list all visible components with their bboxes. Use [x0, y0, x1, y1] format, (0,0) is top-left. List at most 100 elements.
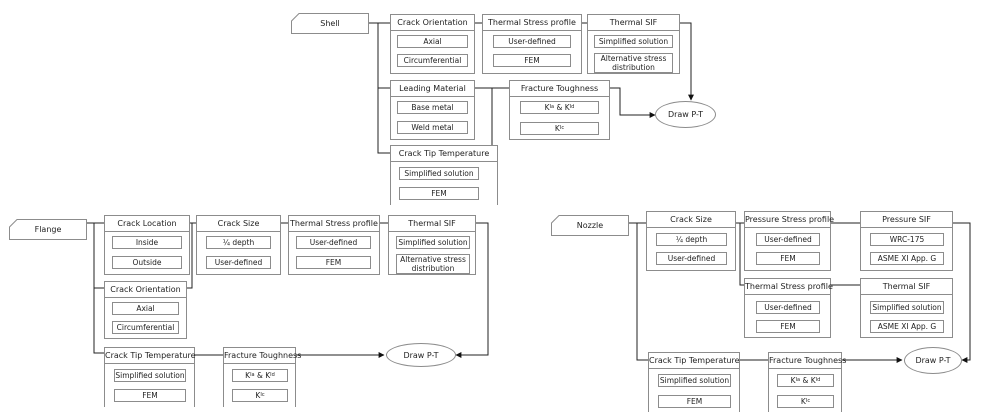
- nozzle-crack-size-panel: Crack Size ¼ depth User-defined: [646, 211, 736, 271]
- shell-thermal-stress-panel: Thermal Stress profile User-defined FEM: [482, 14, 582, 74]
- option-fem[interactable]: FEM: [756, 252, 820, 265]
- k-subscript: Id: [569, 104, 575, 110]
- flange-tag: Flange: [9, 219, 87, 240]
- option-alternative-stress-distribution[interactable]: Alternative stress distribution: [396, 254, 470, 274]
- nozzle-draw-pt-button[interactable]: Draw P-T: [904, 347, 962, 374]
- nozzle-tag-shape: [551, 215, 629, 236]
- option-quarter-depth[interactable]: ¼ depth: [656, 233, 727, 246]
- nozzle-crack-tip-temp-panel: Crack Tip Temperature Simplified solutio…: [648, 352, 740, 412]
- option-fem[interactable]: FEM: [296, 256, 371, 269]
- option-simplified-solution[interactable]: Simplified solution: [658, 374, 731, 387]
- option-circumferential[interactable]: Circumferential: [397, 54, 468, 67]
- panel-title: Crack Location: [105, 216, 189, 232]
- option-fem[interactable]: FEM: [493, 54, 571, 67]
- flange-crack-location-panel: Crack Location Inside Outside: [104, 215, 190, 275]
- k-symbol: K: [800, 397, 806, 406]
- panel-title: Fracture Toughness: [769, 353, 846, 369]
- shell-leading-material-panel: Leading Material Base metal Weld metal: [390, 80, 475, 140]
- nozzle-pressure-sif-panel: Pressure SIF WRC-175 ASME XI App. G: [860, 211, 953, 271]
- option-user-defined[interactable]: User-defined: [296, 236, 371, 249]
- nozzle-tag: Nozzle: [551, 215, 629, 236]
- option-alternative-stress-distribution[interactable]: Alternative stress distribution: [594, 53, 673, 73]
- flange-thermal-stress-panel: Thermal Stress profile User-defined FEM: [288, 215, 380, 275]
- option-base-metal[interactable]: Base metal: [397, 101, 468, 114]
- option-user-defined[interactable]: User-defined: [493, 35, 571, 48]
- k-symbol: K: [554, 124, 560, 133]
- option-wrc-175[interactable]: WRC-175: [870, 233, 944, 246]
- k-subscript: Id: [270, 372, 275, 378]
- option-user-defined[interactable]: User-defined: [656, 252, 727, 265]
- option-simplified-solution[interactable]: Simplified solution: [594, 35, 673, 48]
- nozzle-thermal-stress-panel: Thermal Stress profile User-defined FEM: [744, 278, 833, 338]
- panel-title: Leading Material: [391, 81, 474, 97]
- k-subscript: Ic: [805, 398, 811, 404]
- option-fem[interactable]: FEM: [658, 395, 731, 408]
- panel-title: Crack Orientation: [391, 15, 474, 31]
- panel-title: Crack Tip Temperature: [105, 348, 196, 364]
- k-symbol: K: [544, 103, 550, 112]
- option-user-defined[interactable]: User-defined: [206, 256, 271, 269]
- k-subscript: Ic: [559, 125, 565, 131]
- k-subscript: Ia: [250, 372, 255, 378]
- option-asme-xi-app-g[interactable]: ASME XI App. G: [870, 252, 944, 265]
- option-fem[interactable]: FEM: [114, 389, 186, 402]
- option-circumferential[interactable]: Circumferential: [112, 321, 179, 334]
- panel-title: Thermal Stress profile: [483, 15, 581, 31]
- option-axial[interactable]: Axial: [112, 302, 179, 315]
- k-symbol: K: [245, 371, 251, 380]
- panel-title: Crack Tip Temperature: [649, 353, 740, 369]
- panel-title: Thermal SIF: [588, 15, 679, 31]
- shell-tag-shape: [291, 13, 369, 34]
- flange-crack-orientation-panel: Crack Orientation Axial Circumferential: [104, 281, 187, 339]
- flange-draw-pt-button[interactable]: Draw P-T: [386, 343, 456, 367]
- k-symbol: K: [790, 376, 796, 385]
- option-simplified-solution[interactable]: Simplified solution: [399, 167, 479, 180]
- option-fem[interactable]: FEM: [399, 187, 479, 200]
- panel-title: Crack Tip Temperature: [391, 146, 497, 162]
- panel-title: Crack Size: [647, 212, 735, 228]
- option-simplified-solution[interactable]: Simplified solution: [114, 369, 186, 382]
- flange-thermal-sif-panel: Thermal SIF Simplified solution Alternat…: [388, 215, 476, 275]
- shell-tag: Shell: [291, 13, 369, 34]
- k-subscript: Ia: [549, 104, 555, 110]
- flange-crack-size-panel: Crack Size ¼ depth User-defined: [196, 215, 281, 275]
- nozzle-thermal-sif-panel: Thermal SIF Simplified solution ASME XI …: [860, 278, 953, 338]
- option-axial[interactable]: Axial: [397, 35, 468, 48]
- option-fem[interactable]: FEM: [756, 320, 820, 333]
- panel-title: Thermal Stress profile: [745, 279, 833, 295]
- k-joiner: & K: [800, 376, 816, 385]
- k-joiner: & K: [254, 371, 271, 380]
- option-asme-xi-app-g[interactable]: ASME XI App. G: [870, 320, 944, 333]
- panel-title: Fracture Toughness: [510, 81, 609, 97]
- option-user-defined[interactable]: User-defined: [756, 301, 820, 314]
- option-outside[interactable]: Outside: [112, 256, 182, 269]
- nozzle-label: Nozzle: [576, 221, 604, 230]
- shell-crack-tip-temp-panel: Crack Tip Temperature Simplified solutio…: [390, 145, 498, 205]
- option-simplified-solution[interactable]: Simplified solution: [870, 301, 944, 314]
- panel-title: Crack Size: [197, 216, 280, 232]
- option-user-defined[interactable]: User-defined: [756, 233, 820, 246]
- k-symbol: K: [255, 391, 261, 400]
- shell-draw-pt-button[interactable]: Draw P-T: [655, 101, 716, 128]
- shell-label: Shell: [320, 19, 340, 28]
- option-inside[interactable]: Inside: [112, 236, 182, 249]
- option-quarter-depth[interactable]: ¼ depth: [206, 236, 271, 249]
- k-subscript: Ic: [260, 392, 265, 398]
- k-subscript: Ia: [795, 377, 801, 383]
- panel-title: Fracture Toughness: [224, 348, 301, 364]
- k-joiner: & K: [554, 103, 570, 112]
- option-simplified-solution[interactable]: Simplified solution: [396, 236, 470, 249]
- panel-title: Thermal SIF: [861, 279, 952, 295]
- k-subscript: Id: [815, 377, 821, 383]
- panel-title: Crack Orientation: [105, 282, 186, 298]
- option-weld-metal[interactable]: Weld metal: [397, 121, 468, 134]
- shell-crack-orientation-panel: Crack Orientation Axial Circumferential: [390, 14, 475, 74]
